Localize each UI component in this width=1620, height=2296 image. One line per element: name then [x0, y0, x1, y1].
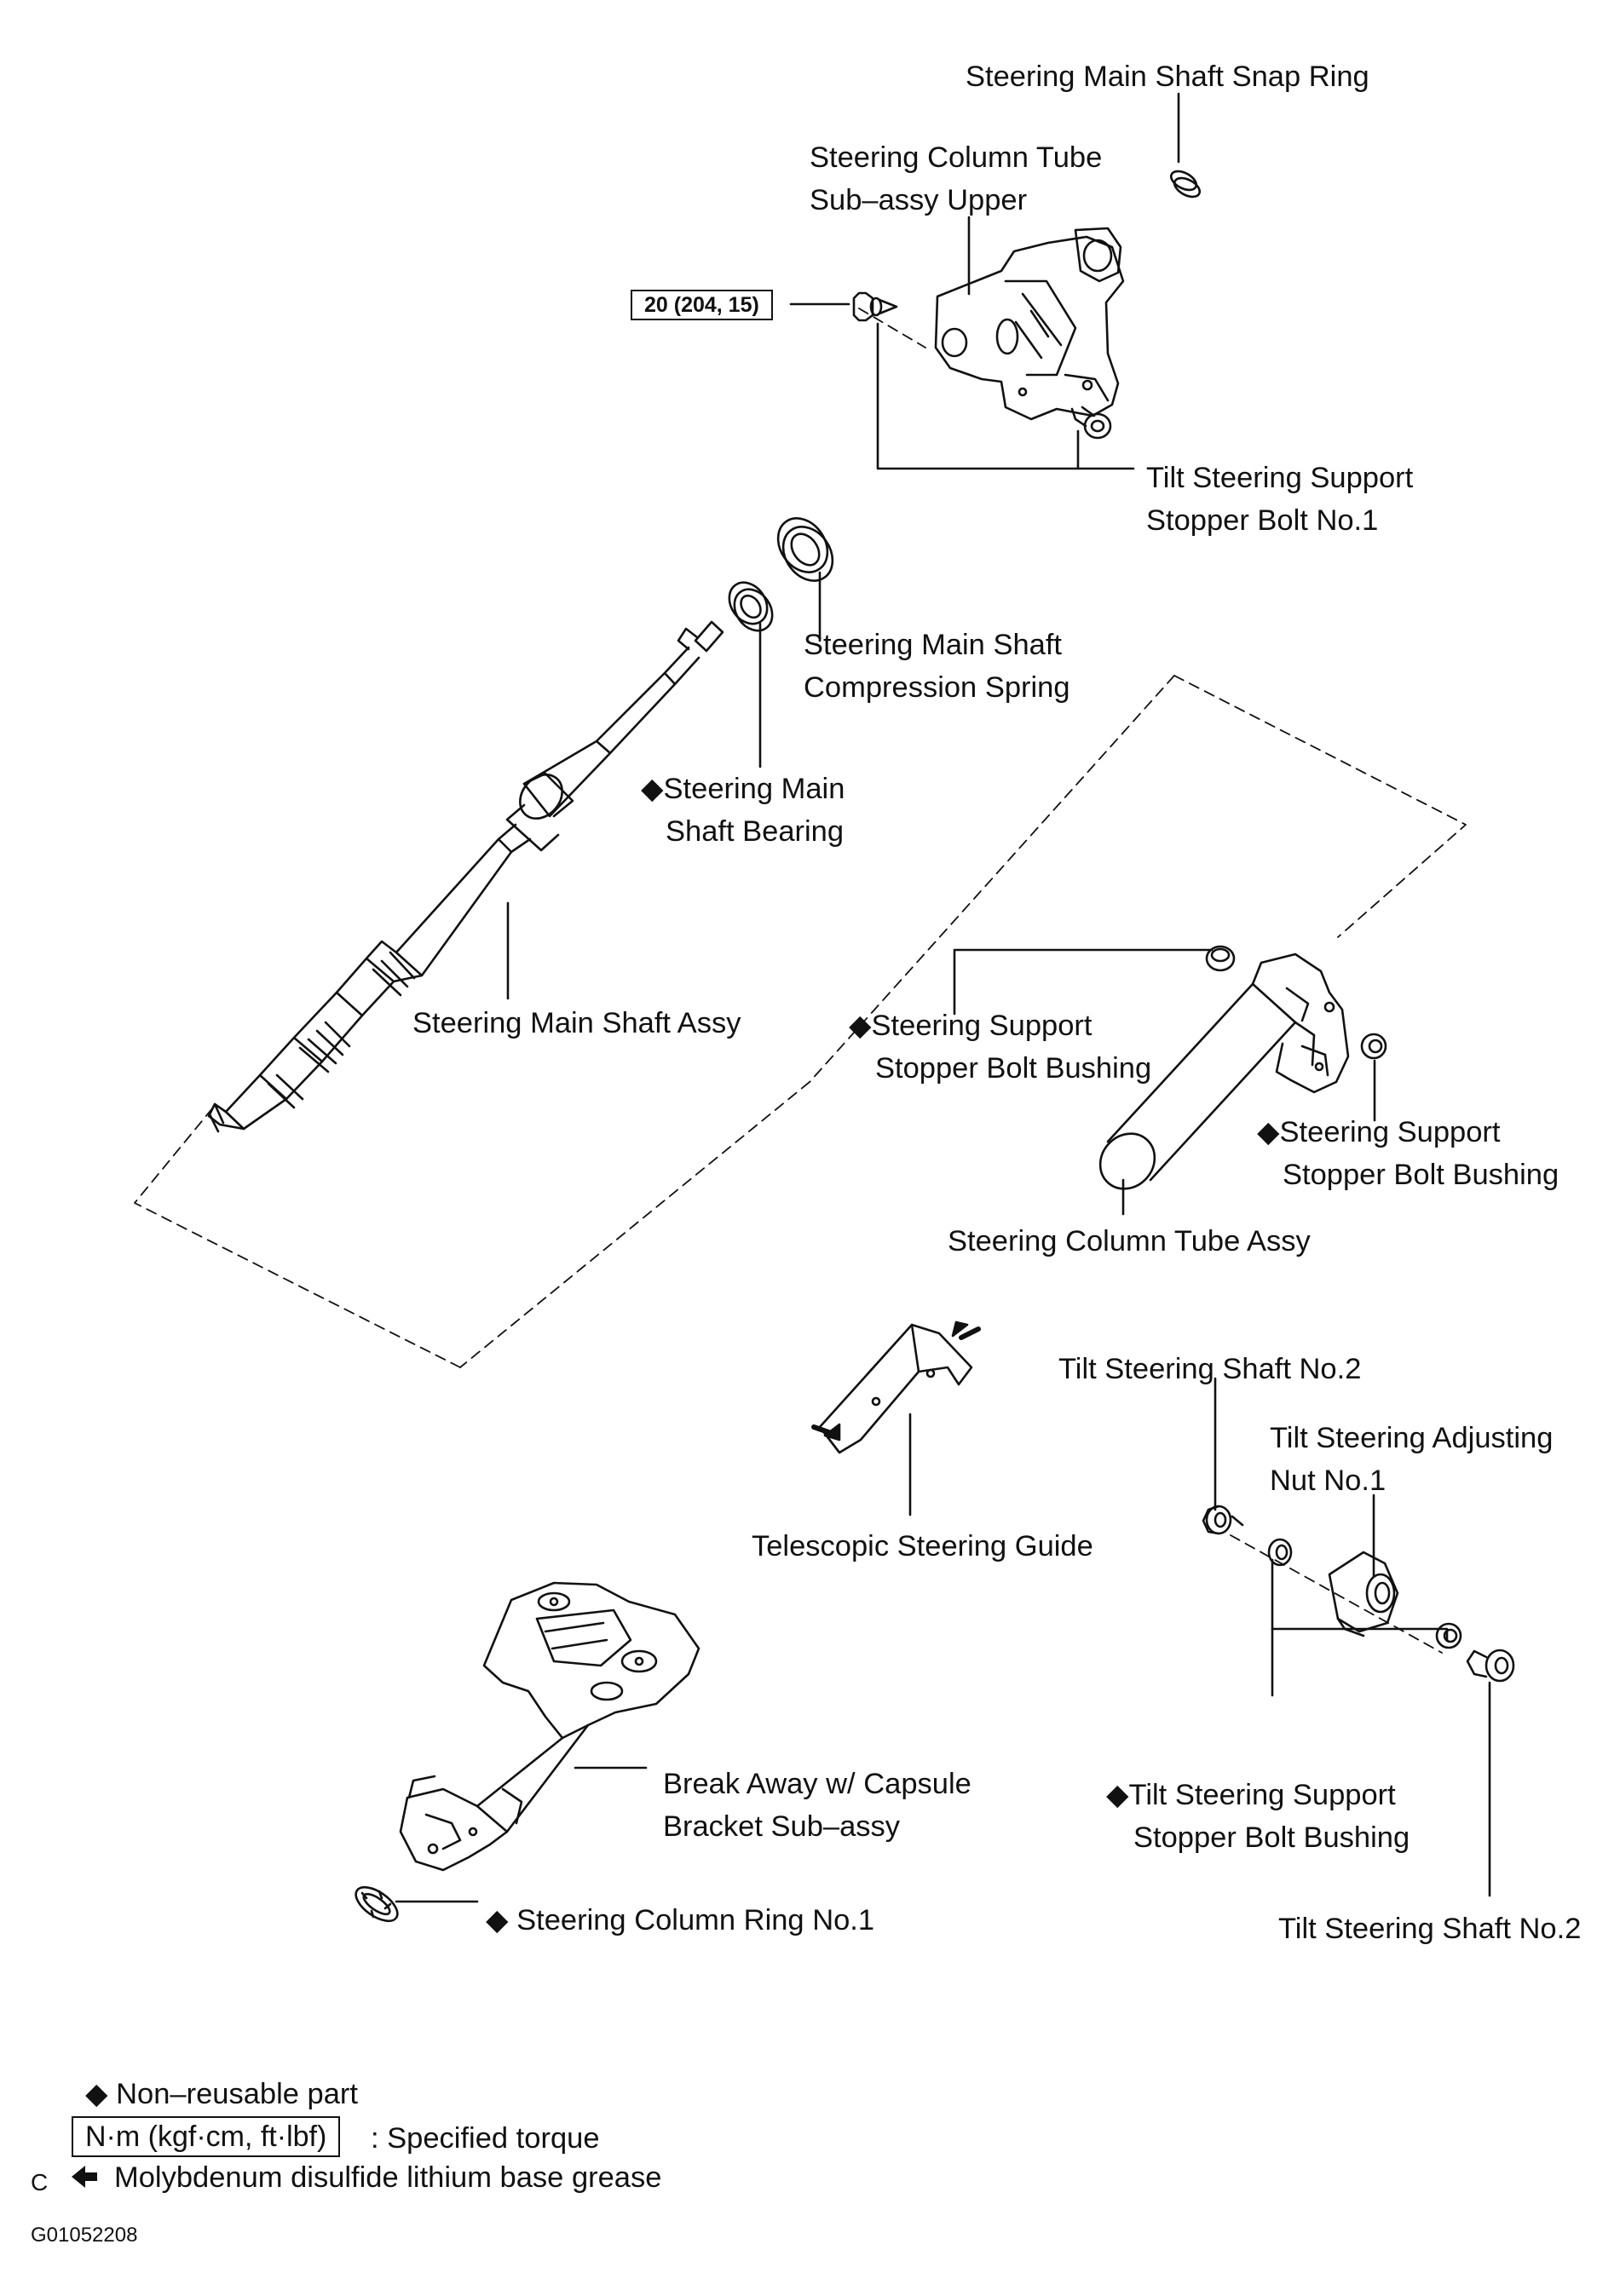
compression-spring — [776, 517, 834, 582]
legend-torque-description: : Specified torque — [371, 2122, 600, 2155]
label-telescopic-guide: Telescopic Steering Guide — [752, 1530, 1093, 1562]
label-tilt-shaft-no2-bottom: Tilt Steering Shaft No.2 — [1278, 1913, 1582, 1945]
label-main-shaft-assy: Steering Main Shaft Assy — [412, 1007, 741, 1039]
label-tilt-bushing-line2: Stopper Bolt Bushing — [1133, 1821, 1410, 1854]
tilt-stopper-bolt-no1 — [1070, 406, 1112, 440]
tilt-bushing-right — [1435, 1622, 1462, 1649]
tilt-bushing-left — [1267, 1538, 1293, 1567]
label-tube-upper-line2: Sub–assy Upper — [810, 184, 1028, 216]
column-tube-upper — [934, 227, 1125, 421]
adjusting-nut — [1328, 1551, 1399, 1637]
column-ring — [355, 1885, 399, 1923]
torque-bolt — [852, 291, 898, 322]
legend-grease-prefix: C — [31, 2169, 49, 2195]
label-shaft-bearing-line1: ◆Steering Main — [641, 773, 845, 805]
grease-arrow-icon — [72, 2166, 97, 2188]
legend-torque-unit-box: N·m (kgf·cm, ft·lbf) — [72, 2116, 341, 2157]
label-break-away-line2: Bracket Sub–assy — [663, 1810, 901, 1843]
label-support-bushing-a-line1: ◆Steering Support — [849, 1010, 1092, 1042]
label-support-bushing-a-line2: Stopper Bolt Bushing — [875, 1052, 1152, 1085]
label-tilt-bushing-line1: ◆Tilt Steering Support — [1106, 1779, 1396, 1811]
label-tilt-shaft-no2-top: Tilt Steering Shaft No.2 — [1058, 1353, 1362, 1385]
support-bushing-b — [1360, 1033, 1387, 1060]
label-adjusting-nut-line1: Tilt Steering Adjusting — [1270, 1422, 1554, 1454]
torque-value-box: 20 (204, 15) — [631, 290, 773, 320]
label-tilt-stopper-bolt-line2: Stopper Bolt No.1 — [1146, 504, 1379, 537]
leader-lines — [395, 92, 1491, 1903]
telescopic-guide — [811, 1321, 981, 1454]
legend-grease: Molybdenum disulfide lithium base grease — [114, 2161, 662, 2194]
shaft-bearing — [728, 581, 774, 632]
label-snap-ring: Steering Main Shaft Snap Ring — [966, 60, 1369, 93]
assembly-outline — [134, 308, 1467, 1654]
label-support-bushing-b-line2: Stopper Bolt Bushing — [1283, 1159, 1559, 1191]
label-shaft-bearing-line2: Shaft Bearing — [666, 815, 845, 848]
tilt-shaft-no2-right — [1466, 1649, 1515, 1683]
figure-id: G01052208 — [31, 2224, 138, 2247]
label-column-ring: ◆ Steering Column Ring No.1 — [486, 1904, 875, 1936]
snap-ring — [1169, 170, 1202, 199]
label-compression-spring-line2: Compression Spring — [804, 671, 1070, 704]
main-shaft — [207, 620, 724, 1133]
legend-non-reusable: ◆ Non–reusable part — [85, 2078, 358, 2110]
label-tube-upper-line1: Steering Column Tube — [810, 141, 1103, 174]
label-support-bushing-b-line1: ◆Steering Support — [1257, 1116, 1501, 1148]
support-bushing-a — [1205, 945, 1236, 972]
label-compression-spring-line1: Steering Main Shaft — [804, 629, 1063, 661]
tilt-shaft-no2-left — [1202, 1505, 1244, 1535]
column-tube-assy — [1098, 952, 1350, 1190]
label-column-tube-assy: Steering Column Tube Assy — [948, 1225, 1311, 1257]
break-away-bracket — [399, 1581, 700, 1872]
label-adjusting-nut-line2: Nut No.1 — [1270, 1464, 1387, 1497]
label-tilt-stopper-bolt-line1: Tilt Steering Support — [1146, 462, 1414, 494]
label-break-away-line1: Break Away w/ Capsule — [663, 1768, 971, 1800]
